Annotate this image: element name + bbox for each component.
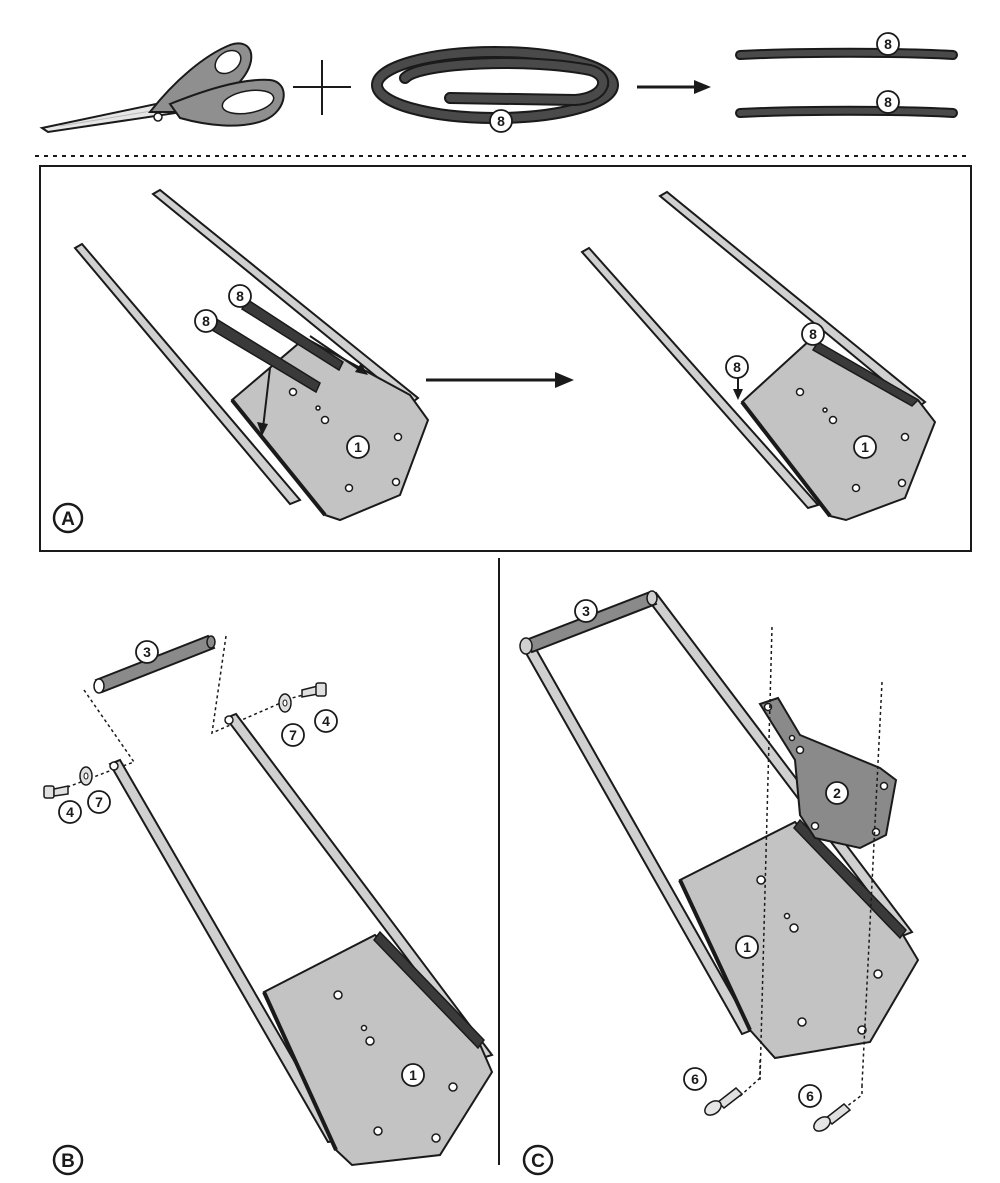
svg-text:1: 1	[861, 439, 869, 455]
callout-strip-top-3: 8	[876, 90, 900, 114]
svg-text:B: B	[61, 1151, 75, 1172]
arrow-right-icon	[637, 80, 711, 94]
callout-mount-plate: 2	[825, 781, 849, 805]
callout-strip-a-2: 8	[194, 309, 218, 333]
callout-base-plate-b: 1	[401, 1063, 425, 1087]
callout-base-plate-c: 1	[735, 935, 759, 959]
tube-b	[93, 634, 216, 694]
svg-text:7: 7	[289, 727, 297, 743]
svg-text:1: 1	[743, 939, 751, 955]
base-plate-before	[73, 188, 430, 522]
svg-text:1: 1	[409, 1067, 417, 1083]
svg-text:4: 4	[66, 804, 74, 820]
callout-screw-c-left: 6	[683, 1067, 707, 1091]
step-badge-b: B	[52, 1144, 84, 1176]
callout-base-plate-a-1: 1	[346, 435, 370, 459]
bolt-right	[301, 682, 327, 698]
washer-left	[79, 766, 93, 786]
svg-text:8: 8	[809, 326, 817, 342]
callout-screw-c-right: 6	[798, 1084, 822, 1108]
callout-strip-a-1: 8	[228, 284, 252, 308]
svg-text:1: 1	[354, 439, 362, 455]
callout-strip-top-2: 8	[876, 32, 900, 56]
scissors-icon	[39, 42, 285, 134]
svg-text:8: 8	[497, 113, 505, 129]
panel-a-frame	[39, 165, 972, 552]
svg-text:6: 6	[806, 1088, 814, 1104]
callout-bolt-b-right: 4	[314, 709, 338, 733]
svg-text:8: 8	[884, 94, 892, 110]
callout-tube-b: 3	[135, 640, 159, 664]
base-plate-after	[580, 190, 937, 522]
tube-c	[519, 590, 658, 655]
bolt-left	[43, 785, 69, 799]
callout-tube-c: 3	[574, 599, 598, 623]
cut-strips	[735, 47, 958, 118]
step-badge-a: A	[52, 502, 84, 534]
svg-text:4: 4	[322, 713, 330, 729]
svg-text:A: A	[61, 509, 75, 530]
svg-text:2: 2	[833, 785, 841, 801]
svg-text:3: 3	[582, 603, 590, 619]
washer-right	[278, 693, 292, 713]
callout-bolt-b-left: 4	[58, 800, 82, 824]
assembly-lines-b	[59, 635, 323, 791]
callout-washer-b-left: 7	[87, 790, 111, 814]
base-plate-b	[108, 712, 494, 1167]
screw-right	[813, 1103, 852, 1132]
svg-text:6: 6	[691, 1071, 699, 1087]
plus-sign	[293, 60, 351, 115]
callout-strip-a-3: 8	[801, 322, 825, 346]
svg-text:8: 8	[884, 36, 892, 52]
screw-left	[704, 1087, 744, 1116]
base-plate-c	[520, 591, 920, 1060]
step-badge-c: C	[522, 1144, 554, 1176]
callout-strip-a-4: 8	[725, 355, 749, 379]
strip-coil	[371, 46, 619, 124]
svg-text:7: 7	[95, 794, 103, 810]
svg-text:8: 8	[202, 313, 210, 329]
svg-text:8: 8	[236, 288, 244, 304]
callout-washer-b-right: 7	[281, 723, 305, 747]
arrow-right-icon	[426, 372, 574, 388]
callout-strip-top-1: 8	[489, 109, 513, 133]
assembly-lines-c	[737, 626, 883, 1111]
svg-text:8: 8	[733, 359, 741, 375]
svg-text:3: 3	[143, 644, 151, 660]
callout-base-plate-a-2: 1	[853, 435, 877, 459]
svg-text:C: C	[531, 1151, 545, 1172]
